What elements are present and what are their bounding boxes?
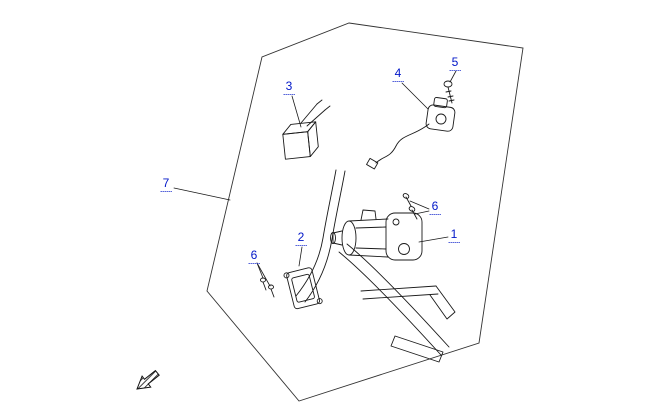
part-callout-4[interactable]: 4 bbox=[392, 66, 404, 82]
part-callout-6[interactable]: 6 bbox=[429, 199, 441, 215]
part-6-bolts-upper bbox=[402, 193, 418, 220]
part-callout-5[interactable]: 5 bbox=[449, 55, 461, 71]
part-callout-6[interactable]: 6 bbox=[248, 248, 260, 264]
part-6-bolts-lower bbox=[260, 277, 275, 298]
callout-leader-lines bbox=[173, 70, 457, 287]
part-callout-2[interactable]: 2 bbox=[295, 230, 307, 246]
part-5-drawing bbox=[443, 80, 455, 104]
part-callout-7[interactable]: 7 bbox=[160, 176, 172, 192]
part-callout-1[interactable]: 1 bbox=[448, 227, 460, 243]
frame-tubes bbox=[295, 169, 456, 363]
part-callout-3[interactable]: 3 bbox=[283, 79, 295, 95]
diagram-boundary bbox=[206, 22, 524, 402]
part-4-drawing bbox=[366, 97, 456, 170]
front-direction-arrow-icon bbox=[136, 369, 160, 390]
part-2-drawing bbox=[283, 267, 323, 310]
part-3-drawing bbox=[282, 99, 331, 160]
part-1-drawing bbox=[330, 209, 423, 261]
